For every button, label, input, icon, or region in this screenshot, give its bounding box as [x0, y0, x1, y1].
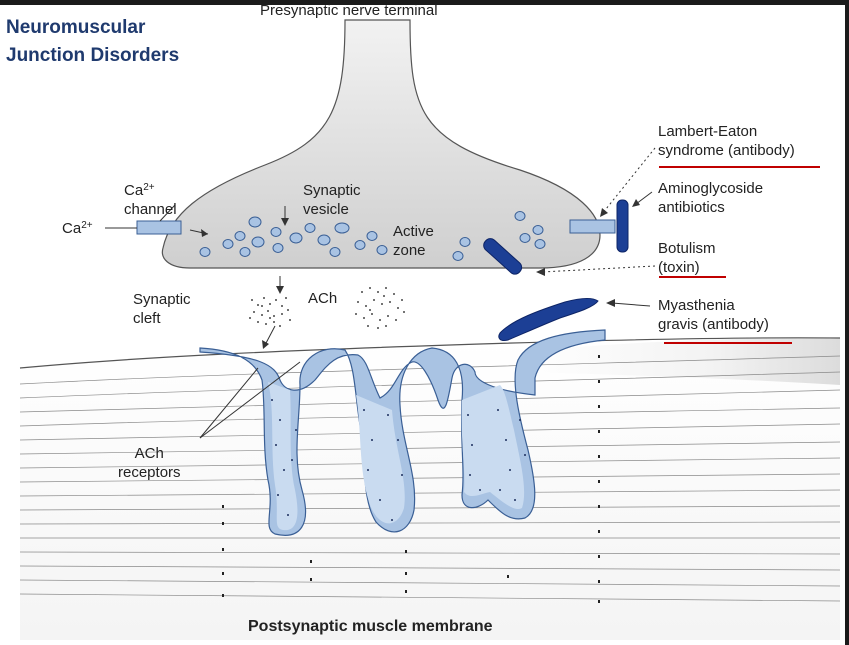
ach-label: ACh: [308, 290, 338, 307]
ca-channel-label: Ca2+ channel: [124, 181, 177, 219]
myasthenia-line1: Myasthenia: [658, 297, 735, 314]
lambert-antibody: [616, 199, 629, 253]
arrowhead-icon: [536, 268, 545, 276]
presynaptic-label: Presynaptic nerve terminal: [260, 2, 438, 19]
aminoglycoside-pointer: [635, 191, 653, 205]
ach-receptors-line2: receptors: [118, 464, 181, 481]
arrowhead-icon: [606, 299, 615, 307]
window-right-bar: [845, 0, 849, 645]
myasthenia-line2: gravis (antibody): [658, 316, 769, 333]
ca-channel: [136, 220, 182, 235]
receptor-pointer-2: [199, 361, 301, 439]
synaptic-cleft-line2: cleft: [133, 310, 161, 327]
synaptic-vesicle-line2: vesicle: [303, 201, 349, 218]
arrowhead-icon: [262, 340, 269, 349]
muscle-fiber: [20, 337, 840, 640]
fold-light-fill: [268, 382, 525, 531]
ca-channel-text: channel: [124, 201, 177, 218]
ach-receptors-label: ACh receptors: [118, 444, 181, 482]
botulism-pointer: [541, 265, 656, 273]
slide-title-line1: Neuromuscular: [6, 17, 146, 38]
botulism-line2: (toxin): [658, 259, 700, 276]
arrowhead-icon: [201, 229, 208, 237]
lambert-line2: syndrome (antibody): [658, 142, 795, 159]
ach-molecules-right: [355, 287, 405, 329]
ach-to-receptor-arrow: [264, 325, 276, 346]
lambert-line1: Lambert-Eaton: [658, 123, 758, 140]
slide-title-line2: Junction Disorders: [6, 45, 180, 66]
arrowhead-icon: [632, 199, 640, 207]
synaptic-vesicle-line1: Synaptic: [303, 182, 361, 199]
ca-ion-symbol: Ca: [62, 220, 82, 237]
receptor-pointer-1: [199, 367, 259, 439]
myasthenia-label: Myasthenia gravis (antibody): [658, 296, 769, 334]
synaptic-cleft-label: Synaptic cleft: [133, 290, 191, 328]
botulism-label: Botulism (toxin): [658, 239, 716, 277]
active-zone-label: Active zone: [393, 222, 434, 260]
arrowhead-icon: [276, 286, 284, 294]
arrowhead-icon: [600, 208, 608, 217]
myasthenia-pointer: [611, 302, 651, 307]
lambert-eaton-label: Lambert-Eaton syndrome (antibody): [658, 122, 795, 160]
presynaptic-terminal: [161, 19, 601, 269]
highlight-underlines: [659, 166, 820, 344]
myasthenia-antibody: [498, 298, 599, 341]
ca-ion-charge: 2+: [81, 220, 93, 231]
ach-receptors-line1: ACh: [134, 445, 164, 462]
fold-dots: [271, 399, 526, 521]
active-zone-line2: zone: [393, 242, 426, 259]
muscle-surface: [19, 337, 841, 369]
botulinum-toxin: [483, 238, 523, 275]
arrowhead-icon: [281, 218, 289, 226]
postsynaptic-label: Postsynaptic muscle membrane: [248, 618, 493, 635]
ca-charge: 2+: [143, 182, 155, 193]
synaptic-vesicles: [199, 211, 546, 261]
synaptic-cleft-line1: Synaptic: [133, 291, 191, 308]
slide-title: Neuromuscular Junction Disorders: [6, 14, 179, 70]
ca-ion-label: Ca2+: [62, 219, 93, 238]
aminoglycoside-label: Aminoglycoside antibiotics: [658, 179, 763, 217]
muscle-top-shade: [520, 337, 840, 385]
amino-line1: Aminoglycoside: [658, 180, 764, 197]
active-zone-line1: Active: [393, 223, 434, 240]
ach-molecules-left: [249, 297, 291, 327]
amino-line2: antibiotics: [658, 199, 725, 216]
ca-channel-pointer: [159, 204, 176, 222]
window-top-bar: [0, 0, 849, 5]
ca-symbol: Ca: [124, 182, 144, 199]
botulism-line1: Botulism: [658, 240, 716, 257]
muscle-dots: [222, 355, 600, 603]
presynaptic-ca-channel: [569, 219, 616, 234]
lambert-pointer: [601, 147, 656, 215]
synaptic-vesicle-label: Synaptic vesicle: [303, 181, 361, 219]
